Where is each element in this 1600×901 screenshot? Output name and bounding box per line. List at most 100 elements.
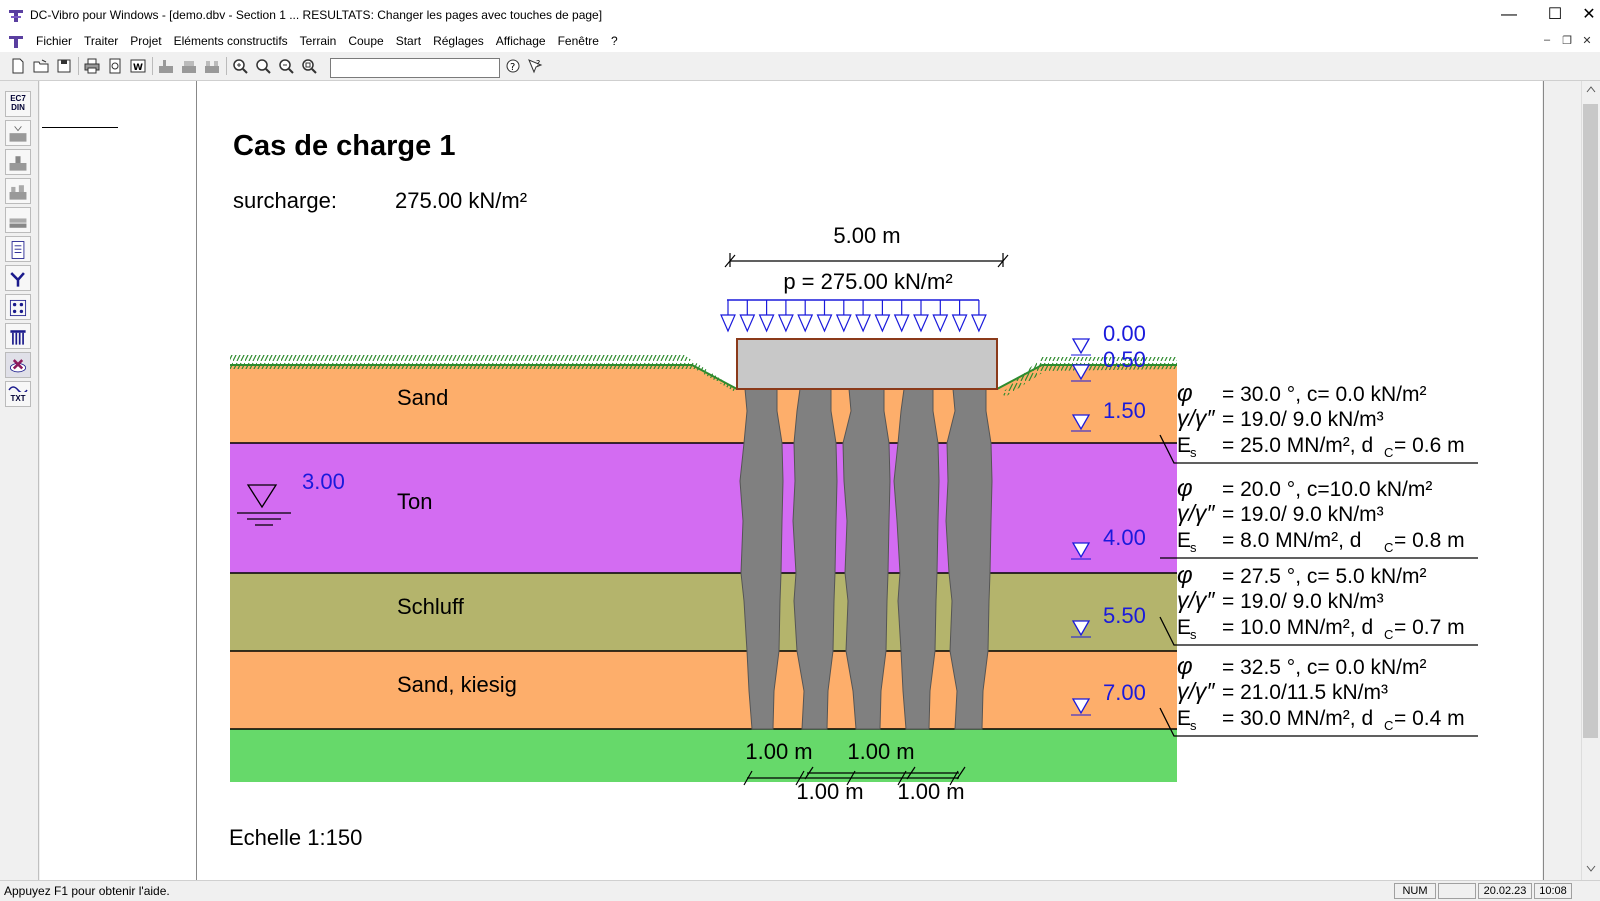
wave-icon	[8, 386, 28, 394]
zoom-in-icon[interactable]	[232, 58, 248, 74]
level-marker-icon	[1071, 414, 1091, 431]
menu-reglages[interactable]: Réglages	[433, 34, 484, 48]
columns-icon[interactable]	[5, 323, 31, 349]
scrollbar-thumb[interactable]	[1583, 104, 1598, 738]
level-marker-icon	[1071, 542, 1091, 559]
phi-value: = 30.0 °, c= 0.0 kN/m²	[1222, 383, 1426, 406]
terrain-icon[interactable]	[5, 207, 31, 233]
print-preview-icon[interactable]	[107, 58, 123, 74]
grid-points-icon[interactable]	[5, 294, 31, 320]
gamma-value: = 19.0/ 9.0 kN/m³	[1222, 590, 1384, 613]
mdi-minimize-button[interactable]: –	[1543, 34, 1551, 46]
report-icon[interactable]	[5, 236, 31, 262]
base-layer	[230, 729, 1177, 782]
layer-name-sand-kiesig: Sand, kiesig	[397, 672, 517, 697]
phi-symbol: φ	[1177, 562, 1193, 589]
load-arrow-head	[835, 314, 852, 333]
minimize-button[interactable]: —	[1501, 6, 1517, 23]
load-arrow-head	[932, 314, 949, 333]
es-subscript: s	[1190, 445, 1197, 460]
gamma-value: = 21.0/11.5 kN/m³	[1222, 681, 1388, 704]
open-icon[interactable]	[33, 58, 49, 74]
es-value: = 30.0 MN/m², d	[1222, 707, 1373, 730]
menu-terrain[interactable]: Terrain	[299, 34, 337, 48]
save-icon[interactable]	[56, 58, 72, 74]
text-tool-button[interactable]: TXT	[5, 381, 31, 407]
foundation-icon[interactable]	[5, 120, 31, 146]
spacing-bottom-label-2: 1.00 m	[897, 779, 964, 804]
export-word-icon[interactable]: W	[130, 58, 146, 74]
menu-coupe[interactable]: Coupe	[348, 34, 384, 48]
distributed-load	[720, 299, 987, 333]
zoom-out-icon[interactable]	[278, 58, 294, 74]
mdi-restore-button[interactable]: ❐	[1562, 35, 1572, 47]
load-arrow-head	[855, 314, 872, 333]
zoom-region-icon[interactable]	[255, 58, 271, 74]
left-tool-palette: EC7 DIN TXT	[0, 81, 39, 881]
load-arrow-head	[970, 314, 987, 333]
phi-value: = 32.5 °, c= 0.0 kN/m²	[1222, 656, 1426, 679]
menu-elements-constructifs[interactable]: Eléments constructifs	[173, 34, 288, 48]
load-arrow-head	[816, 314, 833, 333]
load-arrow-head	[777, 314, 794, 333]
phi-value: = 27.5 °, c= 5.0 kN/m²	[1222, 565, 1426, 588]
soil-layer-sand-kiesig	[230, 651, 1177, 729]
results-icon[interactable]	[5, 352, 31, 378]
tool-c-icon[interactable]	[204, 58, 220, 74]
toolbar-separator	[78, 57, 79, 75]
app-icon	[9, 10, 23, 22]
maximize-button[interactable]: ☐	[1547, 6, 1563, 23]
width-dimension	[724, 253, 1009, 268]
section-icon[interactable]	[5, 265, 31, 291]
status-date: 20.02.23	[1478, 883, 1532, 899]
toolbar: W ? ?	[0, 53, 1600, 81]
menu-help[interactable]: ?	[610, 34, 618, 48]
dc-subscript: C	[1384, 627, 1393, 642]
drawing-canvas: Cas de charge 1 surcharge: 275.00 kN/m²	[197, 81, 1542, 881]
water-level-value: 3.00	[302, 469, 345, 494]
scroll-down-icon[interactable]	[1586, 865, 1596, 873]
level-value: 5.50	[1103, 603, 1146, 628]
zoom-fit-icon[interactable]	[301, 58, 317, 74]
es-symbol: E	[1177, 707, 1191, 730]
mdi-close-button[interactable]: ✕	[1582, 35, 1592, 47]
es-symbol: E	[1177, 529, 1191, 552]
new-icon[interactable]	[10, 58, 26, 74]
tool-b-icon[interactable]	[181, 58, 197, 74]
phi-symbol: φ	[1177, 475, 1193, 502]
document-icon	[9, 36, 23, 48]
spacing-bottom-label-1: 1.00 m	[796, 779, 863, 804]
structure-icon[interactable]	[5, 149, 31, 175]
menu-fichier[interactable]: Fichier	[36, 34, 73, 48]
menu-projet[interactable]: Projet	[130, 34, 162, 48]
status-time: 10:08	[1534, 883, 1572, 899]
menu-fenetre[interactable]: Fenêtre	[557, 34, 599, 48]
status-help-text: Appuyez F1 pour obtenir l'aide.	[4, 884, 170, 898]
tool-a-icon[interactable]	[158, 58, 174, 74]
layer-name-ton: Ton	[397, 489, 432, 514]
ground-surface-line-right	[996, 364, 1177, 390]
close-button[interactable]: ✕	[1582, 6, 1596, 23]
svg-text:?: ?	[510, 62, 515, 73]
gamma-value: = 19.0/ 9.0 kN/m³	[1222, 503, 1384, 526]
print-icon[interactable]	[84, 58, 100, 74]
help-icon[interactable]: ?	[505, 58, 521, 74]
scroll-up-icon[interactable]	[1586, 85, 1596, 93]
load-arrow-head	[874, 314, 891, 333]
spacing-top-label-2: 1.00 m	[847, 739, 914, 764]
es-symbol: E	[1177, 434, 1191, 457]
level-value: 1.50	[1103, 398, 1146, 423]
ec7-din-button[interactable]: EC7 DIN	[5, 91, 31, 117]
layer-parameter-block: φ= 32.5 °, c= 0.0 kN/m²γ/γ″= 21.0/11.5 k…	[1159, 653, 1478, 737]
menu-start[interactable]: Start	[395, 34, 422, 48]
load-case-heading: Cas de charge 1	[233, 130, 455, 162]
load-arrow-head	[720, 314, 736, 333]
context-help-icon[interactable]: ?	[527, 58, 543, 74]
building-icon[interactable]	[5, 178, 31, 204]
es-subscript: s	[1190, 540, 1197, 555]
din-label: DIN	[11, 103, 25, 112]
search-input[interactable]	[330, 58, 500, 78]
spacing-dimension-bottom	[743, 770, 959, 786]
menu-traiter[interactable]: Traiter	[84, 34, 119, 48]
menu-affichage[interactable]: Affichage	[495, 34, 546, 48]
